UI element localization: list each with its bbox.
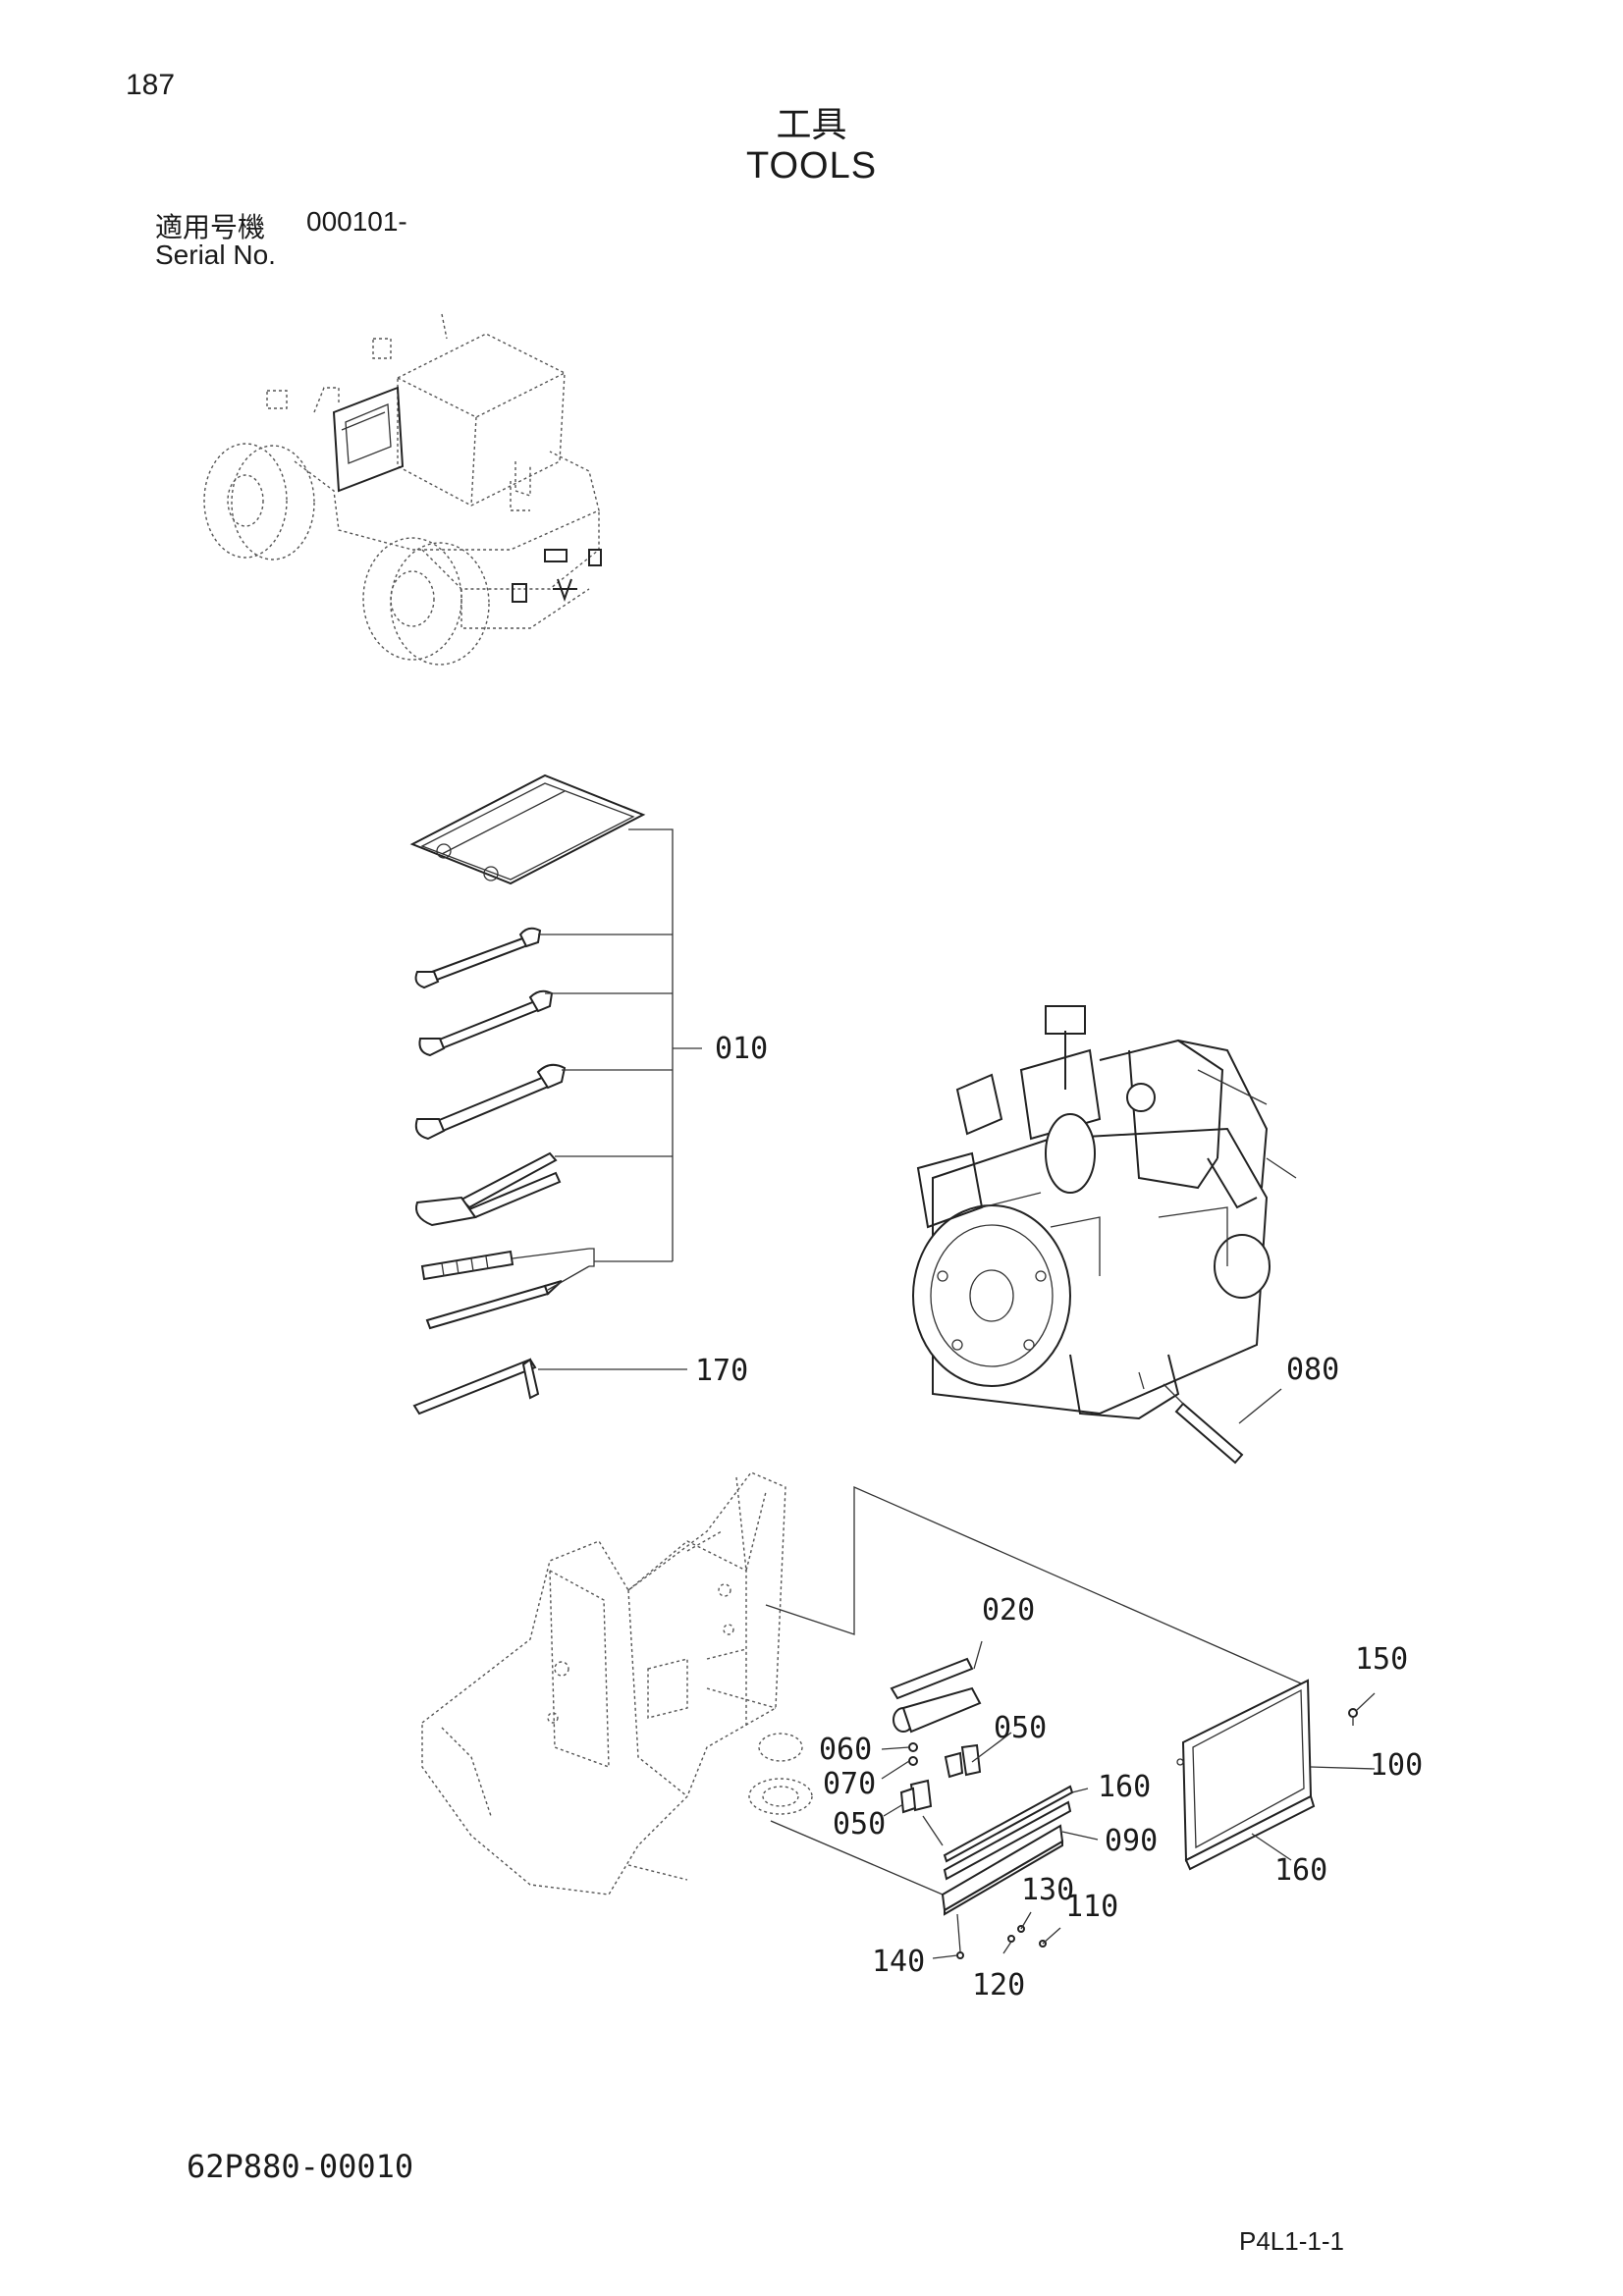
spanner-2-illustration xyxy=(418,989,554,1057)
callout-140: 140 xyxy=(872,1945,925,1979)
hex-key-illustration xyxy=(412,1358,540,1415)
serial-value: 000101- xyxy=(306,206,407,237)
callout-160-upper: 160 xyxy=(1098,1770,1151,1804)
pliers-illustration xyxy=(415,1151,562,1227)
frame-to-toolbox-leader xyxy=(765,1486,1302,1684)
callout-080: 080 xyxy=(1286,1353,1339,1387)
callout-120: 120 xyxy=(972,1968,1025,2002)
callout-160-lower: 160 xyxy=(1274,1853,1327,1888)
tool-bag-illustration xyxy=(409,774,646,885)
callout-100: 100 xyxy=(1370,1748,1423,1783)
callout-090: 090 xyxy=(1105,1824,1158,1858)
frame-to-bracket-leader xyxy=(770,1820,944,1896)
tool-holder-020-illustration xyxy=(890,1640,983,1734)
spanner-3-illustration xyxy=(414,1063,567,1141)
screwdriver-illustration xyxy=(420,1250,563,1330)
engine-illustration xyxy=(912,1005,1297,1420)
clip-050-lower-illustration xyxy=(883,1779,933,1817)
cover-090-illustration xyxy=(922,1785,1099,1916)
screw-150-illustration xyxy=(1348,1692,1376,1726)
serial-label-en: Serial No. xyxy=(155,240,276,270)
machine-overview-illustration xyxy=(203,313,602,666)
drawing-number: 62P880-00010 xyxy=(187,2148,414,2185)
callout-060: 060 xyxy=(819,1733,872,1767)
hardware-110-140-illustration xyxy=(932,1911,1061,1959)
page-title-jp: 工具 xyxy=(776,105,847,145)
callout-150: 150 xyxy=(1355,1642,1408,1677)
callout-070: 070 xyxy=(823,1767,876,1801)
frame-illustration xyxy=(421,1471,813,1896)
callout-050-upper: 050 xyxy=(994,1711,1047,1745)
callout-110: 110 xyxy=(1065,1890,1118,1924)
callout-010-leaders xyxy=(512,828,702,1291)
callout-050-lower: 050 xyxy=(833,1807,886,1842)
callout-170: 170 xyxy=(695,1354,748,1388)
page-title-en: TOOLS xyxy=(745,145,878,187)
callout-130: 130 xyxy=(1021,1873,1074,1907)
callout-020: 020 xyxy=(982,1593,1035,1628)
callout-080-leader xyxy=(1238,1388,1282,1424)
page-code: P4L1-1-1 xyxy=(1239,2226,1344,2256)
toolbox-lid-100-illustration xyxy=(1176,1679,1376,1871)
rod-080-illustration xyxy=(1163,1383,1244,1465)
page-number: 187 xyxy=(126,69,176,101)
clip-050-upper-illustration xyxy=(944,1732,1012,1779)
spanner-1-illustration xyxy=(414,927,542,989)
serial-label-jp: 適用号機 xyxy=(155,211,266,243)
callout-010: 010 xyxy=(715,1032,768,1066)
bolt-060-070-illustration xyxy=(881,1742,918,1780)
